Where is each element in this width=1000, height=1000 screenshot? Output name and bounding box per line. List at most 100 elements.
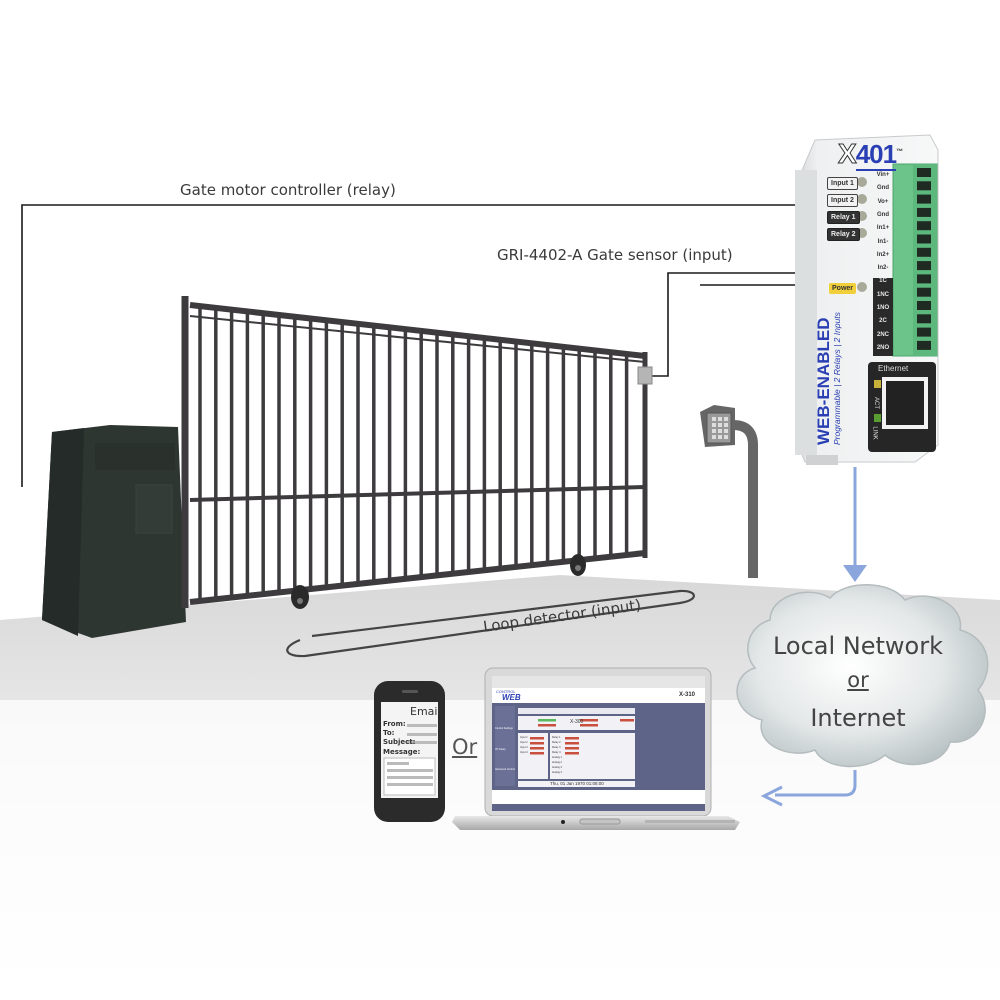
terminal-slot [917,261,931,271]
terminal-label: 1NC [876,291,889,298]
indicator-relay-2: Relay 2 [827,228,860,241]
terminal-label: 1NO [876,305,890,311]
gate-sensor [637,366,653,385]
device-model: 401 [855,139,897,171]
indicator-input-2: Input 2 [827,194,858,207]
gate-sensor-label: GRI-4402-A Gate sensor (input) [497,246,733,264]
phone-field-from: From: [383,720,406,728]
terminal-slot [917,340,931,350]
indicator-input-1: Input 1 [827,177,858,190]
laptop-nav-advanced[interactable]: Advanced Control [495,768,515,771]
link-label: LINK [871,426,878,440]
laptop-row-label: Analog 1 [552,756,562,759]
terminal-label: 1C [879,278,887,285]
terminal-slot [917,314,931,324]
terminal-label: Gnd [877,185,889,192]
indicator-relay-1: Relay 1 [827,211,860,224]
status-bar [565,752,579,755]
terminal-label: Vin+ [876,172,890,178]
cloud-to-laptop-arrow [775,770,857,797]
cloud-line-2: or [847,668,869,692]
status-bar [530,747,544,750]
network-cloud [736,584,989,768]
device-subline: Programmable | 2 Relays | 2 Inputs [832,312,842,445]
status-bar [530,737,544,740]
laptop-row-label: Relay 1 [552,736,561,739]
gate-motor-label: Gate motor controller (relay) [180,181,396,199]
terminal-slot [917,234,931,244]
sliding-gate [181,296,648,608]
terminal-label: In1- [877,238,889,245]
status-bar [538,724,556,727]
ground-fade [0,700,1000,1000]
status-bar [530,752,544,755]
terminal-slot [917,181,931,191]
terminal-label: 2C [879,318,887,325]
terminal-label: Vo+ [877,198,889,205]
ethernet-label: Ethernet [878,364,909,373]
terminal-label: Gnd [877,211,889,218]
laptop-row-label: Relay 4 [552,751,561,754]
laptop-nav-control[interactable]: Control Settings [495,727,513,730]
cloud-line-3: Internet [810,704,906,732]
terminal-slot [917,301,931,310]
status-bar [580,724,598,727]
status-bar [565,737,579,740]
status-bar [565,747,579,750]
status-bar [580,719,598,722]
phone-field-to: To: [383,729,395,737]
laptop-model: X-310 [679,692,696,698]
device-headline: WEB-ENABLED [814,317,833,446]
device-to-cloud-arrowhead [843,565,867,582]
indicator-power: Power [829,283,857,294]
terminal-slot [917,207,931,217]
phone-email-title: Email [410,705,441,718]
laptop-nav-io[interactable]: I/O Setup [495,748,506,751]
laptop-row-label: Analog 4 [552,771,562,774]
relay-wire [21,204,800,487]
smartphone [374,681,445,822]
cloud-line-1: Local Network [772,632,944,660]
laptop-timestamp: Thu, 01 Jan 1970 01:08:00 [550,781,604,786]
laptop [452,667,740,830]
terminal-label: In2+ [876,251,890,258]
laptop-panel-title: X-300 [570,719,584,725]
status-bar [620,719,634,722]
terminal-label: In1+ [876,225,890,232]
laptop-row-label: Relay 2 [552,741,561,744]
terminal-slot [917,194,931,204]
device-branding: WEB-ENABLED Programmable | 2 Relays | 2 … [814,312,842,446]
status-bar [530,742,544,745]
terminal-label: In2- [877,265,889,272]
terminal-slot [917,168,931,177]
or-label: Or [452,735,478,759]
laptop-row-label: Relay 3 [552,746,561,749]
status-bar [565,742,579,745]
terminal-slot [917,274,931,284]
laptop-row-label: Analog 3 [552,766,562,769]
loop-detector [286,589,695,658]
laptop-brand-top: CONTROL [496,689,516,694]
device-logo-x: X [838,138,858,170]
laptop-row-label: Input 4 [520,751,528,754]
device-logo: X401™ [838,138,903,171]
status-bar [538,719,556,722]
terminal-slot [917,287,931,297]
terminal-slot [917,327,931,337]
gate-sensor-wire [652,272,800,377]
laptop-row-label: Analog 2 [552,761,562,764]
terminal-slot [917,221,931,231]
laptop-row-label: Input 3 [520,746,528,749]
phone-field-subject: Subject: [383,738,416,746]
laptop-brand-main: WEB [502,693,521,702]
terminal-label: 2NO [876,344,890,351]
cloud-to-laptop-arrowhead [760,785,783,807]
terminal-label: 2NC [876,331,889,338]
laptop-status-bars [530,719,634,755]
ethernet-port[interactable] [880,392,910,422]
gate-wheels [291,554,586,609]
laptop-row-label: Input 1 [520,736,528,739]
terminal-slot [917,247,931,257]
keypad-post [700,405,758,578]
